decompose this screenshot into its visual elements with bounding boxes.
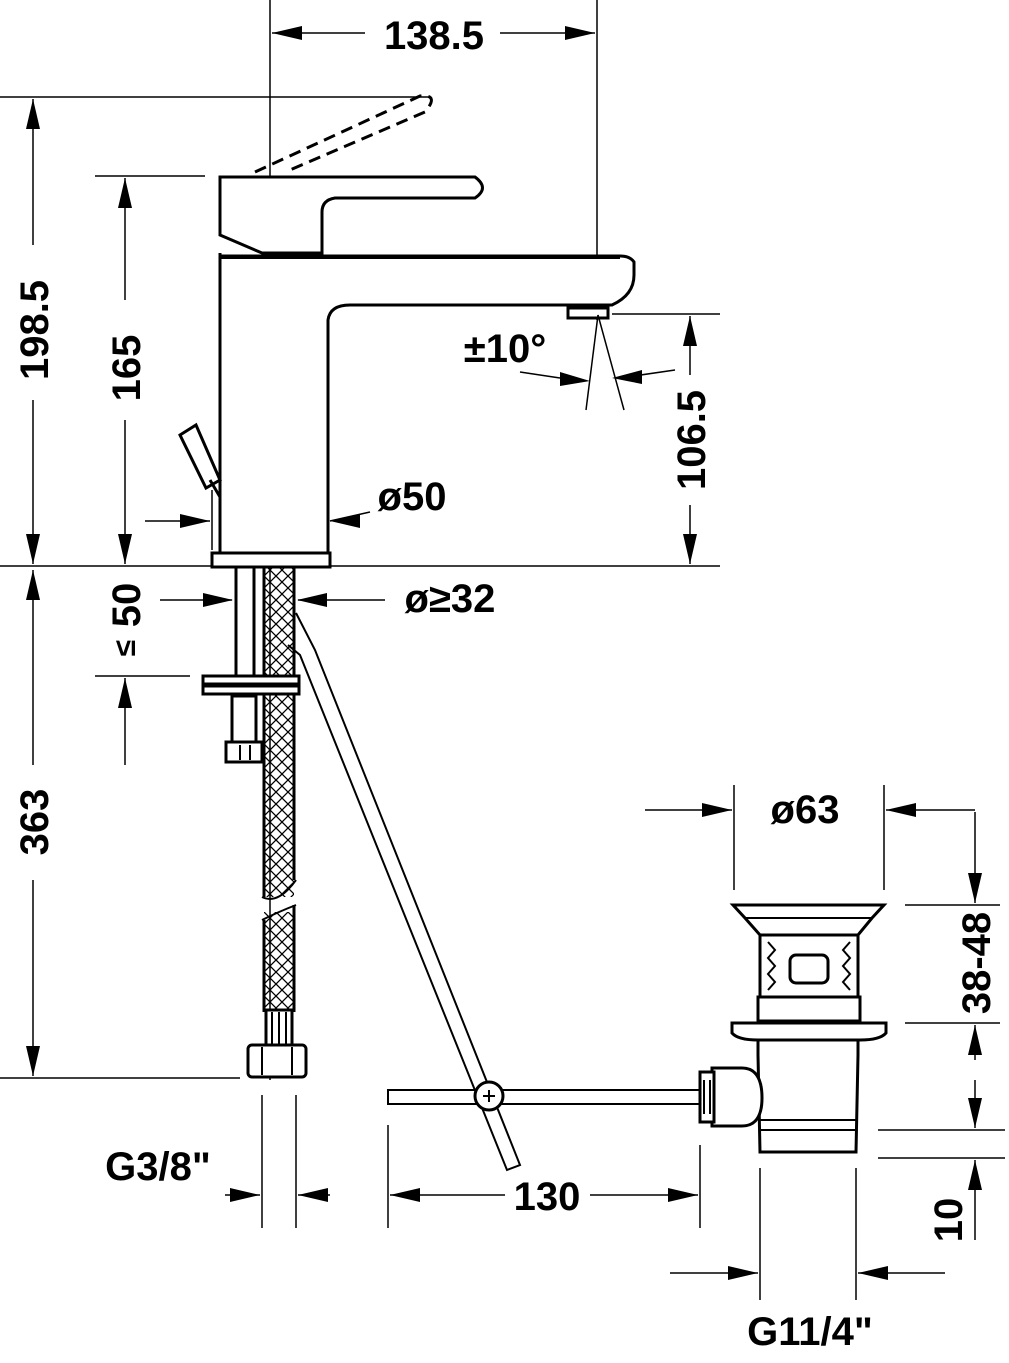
waste-valve (698, 903, 888, 1154)
dim-swivel-angle-label: ±10° (464, 327, 546, 371)
dim-swivel-angle: ±10° (464, 314, 676, 411)
dim-hose-length: 363 (0, 570, 240, 1079)
dim-waste-diameter: ø63 (645, 785, 975, 890)
dim-waste-offset-label: 10 (927, 1198, 971, 1243)
dim-hole-diameter: ø≥32 (160, 577, 495, 621)
popup-rod (287, 612, 711, 1172)
dim-hose-thread-label: G3/8" (105, 1145, 211, 1189)
dim-waste-thread-label: G11/4" (747, 1310, 873, 1354)
dim-rod-length: 130 (387, 1125, 701, 1228)
dim-outlet-height-label: 106.5 (670, 390, 714, 490)
dim-total-height: 198.5 (0, 96, 720, 567)
dim-outlet-height: 106.5 (612, 313, 720, 564)
dim-spout-height: 165 (95, 175, 205, 564)
dim-waste-thread: G11/4" (670, 1168, 945, 1354)
dim-hose-thread: G3/8" (105, 1095, 330, 1228)
dim-waste-adjust-label: 38-48 (955, 912, 999, 1014)
dim-waste-adjust: 38-48 (905, 812, 1000, 1060)
dim-body-diameter-label: ø50 (378, 475, 447, 519)
dim-waste-diameter-label: ø63 (771, 788, 840, 832)
dim-total-height-label: 198.5 (13, 280, 57, 380)
dim-rod-length-label: 130 (514, 1175, 581, 1219)
dim-hose-length-label: 363 (13, 789, 57, 856)
dim-hole-diameter-label: ø≥32 (405, 577, 496, 621)
dim-deck-thickness: 50 ≤ (95, 583, 190, 765)
dim-waste-offset: 10 (878, 1080, 1005, 1242)
dim-deck-thickness-label: 50 (105, 583, 149, 628)
dim-body-diameter: ø50 (145, 475, 446, 550)
supply-hoses (201, 567, 308, 1079)
dim-spout-height-label: 165 (105, 335, 149, 402)
dim-total-width-label: 138.5 (384, 14, 484, 58)
dim-deck-thickness-symbol: ≤ (109, 640, 142, 656)
